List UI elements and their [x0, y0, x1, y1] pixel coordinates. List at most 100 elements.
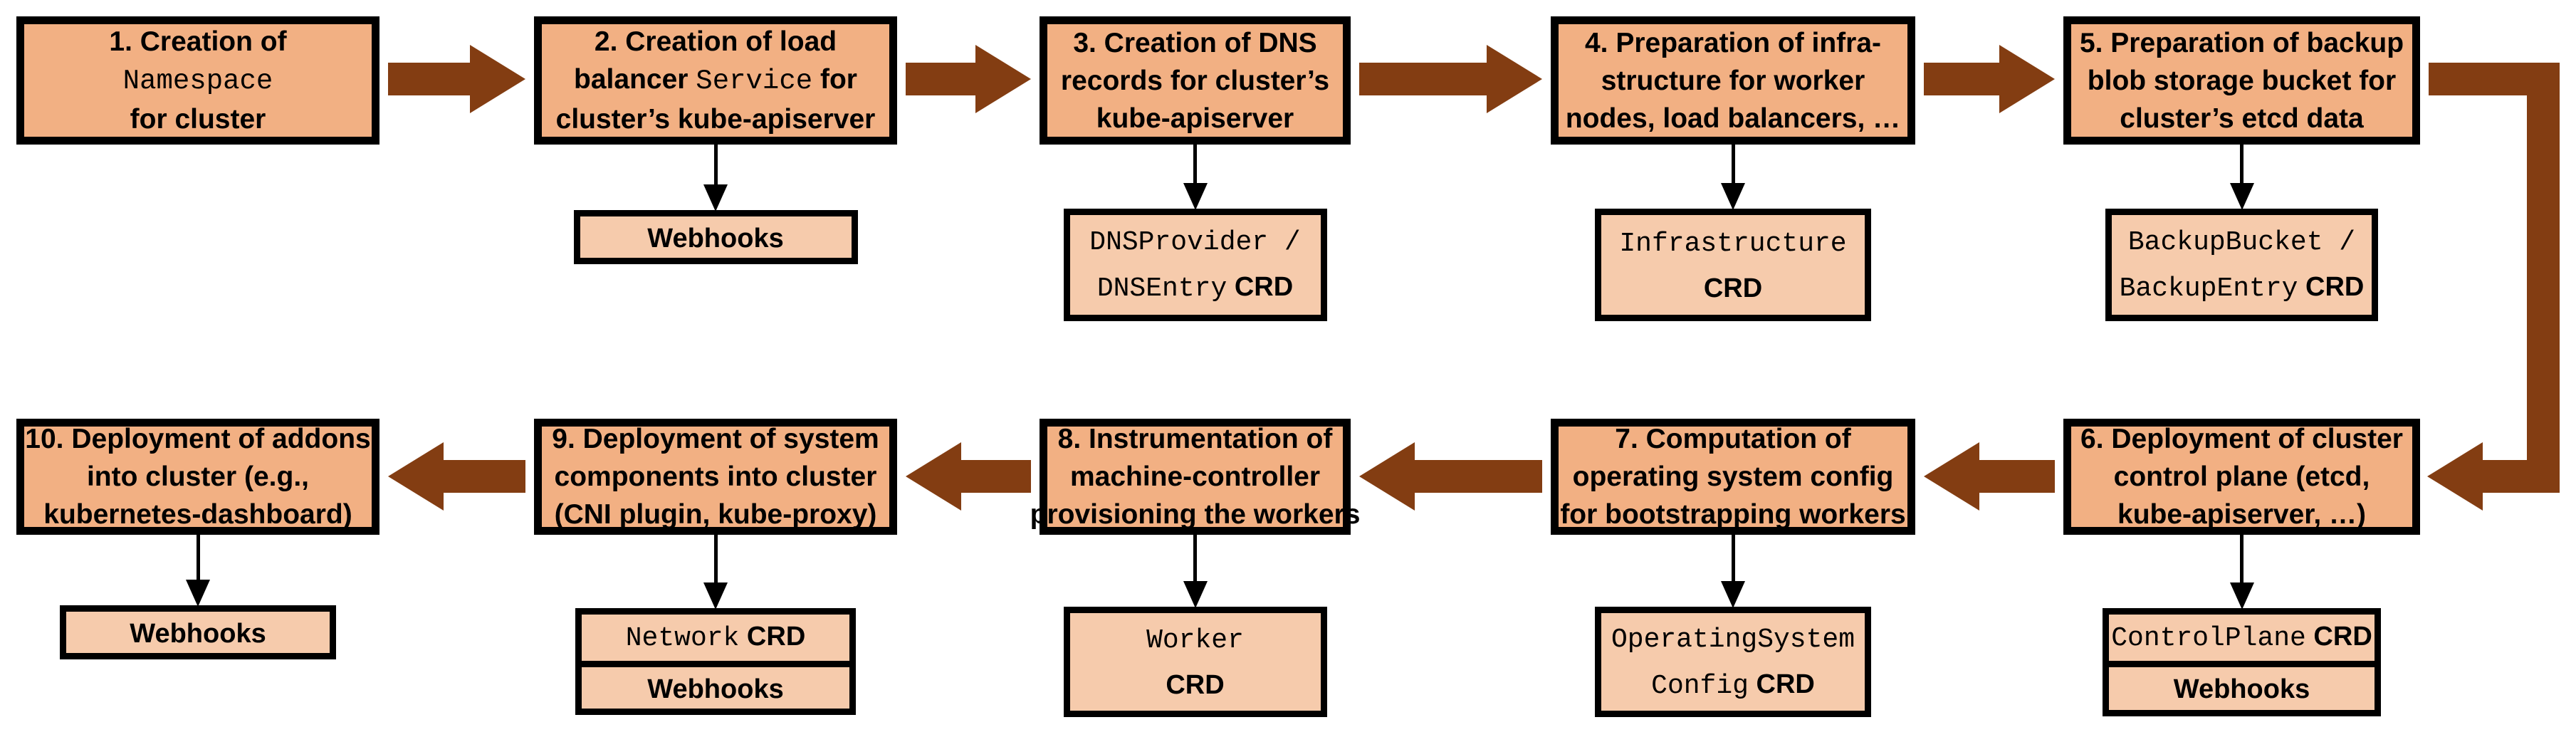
step-3-label-line: kube-apiserver: [1096, 100, 1294, 137]
code-text: BackupBucket /: [2127, 227, 2356, 258]
step-3-sub-box: DNSProvider / DNSEntry CRD: [1063, 209, 1327, 321]
step-4-down-arrow-head: [1721, 183, 1745, 210]
step-2-label-line: 2. Creation of load: [595, 23, 837, 61]
flow-arrow-1-2-body: [388, 63, 470, 95]
label-text: operating system config: [1572, 461, 1894, 492]
label-text: nodes, load balancers, …: [1565, 103, 1901, 134]
step-10-label-line: kubernetes-dashboard): [43, 496, 352, 533]
step-5-box: 5. Preparation of backup blob storage buc…: [2063, 16, 2420, 145]
label-text: 1. Creation of: [109, 26, 287, 57]
flow-arrow-8-9-head: [906, 442, 961, 511]
step-2-label-line: cluster’s kube-apiserver: [556, 100, 876, 138]
step-6-sub-line: Webhooks: [2174, 667, 2310, 711]
step-8-sub-line: CRD: [1166, 663, 1224, 707]
label-text: CRD: [2298, 272, 2365, 302]
label-text: Webhooks: [647, 224, 784, 254]
step-3-down-arrow-line: [1193, 140, 1197, 183]
step-3-label-line: records for cluster’s: [1061, 62, 1329, 100]
flow-arrow-5-6-head: [2427, 442, 2483, 511]
step-9-label-line: components into cluster: [555, 458, 877, 496]
step-10-down-arrow-line: [196, 531, 200, 580]
step-8-label-line: provisioning the workers: [1030, 496, 1361, 533]
step-4-down-arrow-line: [1731, 140, 1735, 183]
label-text: 7. Computation of: [1615, 424, 1851, 454]
label-text: CRD: [1227, 272, 1294, 302]
label-text: Webhooks: [130, 619, 266, 649]
step-6-sub-line: ControlPlane CRD: [2111, 615, 2372, 661]
step-3-down-arrow-head: [1183, 183, 1208, 210]
step-6-down-arrow-line: [2240, 531, 2243, 582]
label-text: kubernetes-dashboard): [43, 499, 352, 530]
flow-arrow-4-5-body: [1924, 63, 1999, 95]
step-4-label-line: 4. Preparation of infra-: [1585, 24, 1881, 62]
code-text: Network: [625, 623, 740, 654]
flow-arrow-9-10-head: [388, 442, 444, 511]
step-1-label-line: 1. Creation of: [109, 23, 286, 61]
label-text: components into cluster: [554, 461, 877, 492]
step-2-sub-line: Webhooks: [647, 216, 783, 261]
step-7-down-arrow-line: [1731, 531, 1735, 581]
step-5-label-line: blob storage bucket for: [2088, 62, 2396, 100]
flow-arrow-5-6-vertical-bar: [2527, 63, 2560, 493]
step-4-sub-line: CRD: [1704, 266, 1762, 310]
step-8-down-arrow-head: [1183, 581, 1208, 608]
step-8-sub-line: Worker: [1146, 617, 1244, 663]
label-text: 5. Preparation of backup: [2079, 27, 2404, 58]
step-7-label-line: 7. Computation of: [1615, 420, 1850, 458]
step-10-label-line: 10. Deployment of addons: [25, 420, 370, 458]
step-9-down-arrow-line: [713, 531, 718, 582]
code-text: DNSEntry: [1096, 273, 1227, 304]
label-text: control plane (etcd,: [2113, 461, 2370, 492]
label-text: (CNI plugin, kube-proxy): [554, 499, 877, 530]
step-10-label-line: into cluster (e.g.,: [87, 458, 309, 496]
code-text: Infrastructure: [1619, 228, 1847, 259]
label-text: provisioning the workers: [1030, 499, 1361, 530]
step-5-down-arrow-line: [2240, 140, 2243, 183]
label-text: 3. Creation of DNS: [1073, 27, 1317, 58]
label-text: structure for worker: [1601, 65, 1865, 96]
label-text: for cluster: [130, 104, 266, 135]
code-text: OperatingSystem: [1611, 624, 1855, 655]
code-text: BackupEntry: [2119, 273, 2298, 304]
label-text: 2. Creation of load: [594, 26, 837, 57]
step-1-label-line: for cluster: [130, 100, 266, 138]
step-5-sub-line: BackupBucket /: [2128, 219, 2355, 265]
step-9-sub-line: Webhooks: [647, 667, 783, 711]
step-9-label-line: (CNI plugin, kube-proxy): [555, 496, 877, 533]
step-2-down-arrow-head: [703, 184, 728, 211]
label-text: CRD: [2305, 622, 2372, 652]
step-9-down-arrow-head: [703, 582, 728, 610]
step-5-label-line: cluster’s etcd data: [2120, 100, 2363, 137]
label-text: 10. Deployment of addons: [25, 424, 371, 454]
step-6-label-line: 6. Deployment of cluster: [2080, 420, 2403, 458]
label-text: 6. Deployment of cluster: [2080, 424, 2403, 454]
step-4-label-line: nodes, load balancers, …: [1566, 100, 1900, 137]
label-text: kube-apiserver, …): [2117, 499, 2366, 530]
step-7-box: 7. Computation of operating system config…: [1551, 419, 1915, 535]
step-6-sub-box: ControlPlane CRD Webhooks: [2103, 608, 2381, 716]
label-text: 9. Deployment of system: [552, 424, 879, 454]
step-3-sub-line: DNSProvider /: [1089, 219, 1300, 265]
step-2-label-line: balancer Service for: [574, 61, 857, 100]
step-6-down-arrow-head: [2229, 582, 2254, 610]
code-text: ControlPlane: [2111, 623, 2306, 654]
step-5-sub-cell: BackupBucket / BackupEntry CRD: [2112, 215, 2372, 315]
step-3-label-line: 3. Creation of DNS: [1073, 24, 1316, 62]
step-3-sub-cell: DNSProvider / DNSEntry CRD: [1070, 215, 1321, 315]
flow-arrow-8-9-body: [961, 460, 1031, 493]
step-10-sub-line: Webhooks: [130, 612, 266, 656]
step-2-sub-cell: Webhooks: [580, 216, 852, 261]
step-10-down-arrow-head: [186, 580, 210, 607]
label-text: 8. Instrumentation of: [1057, 424, 1333, 454]
code-text: Worker: [1146, 625, 1244, 656]
step-6-box: 6. Deployment of cluster control plane (e…: [2063, 419, 2420, 535]
step-5-down-arrow-head: [2229, 183, 2254, 210]
